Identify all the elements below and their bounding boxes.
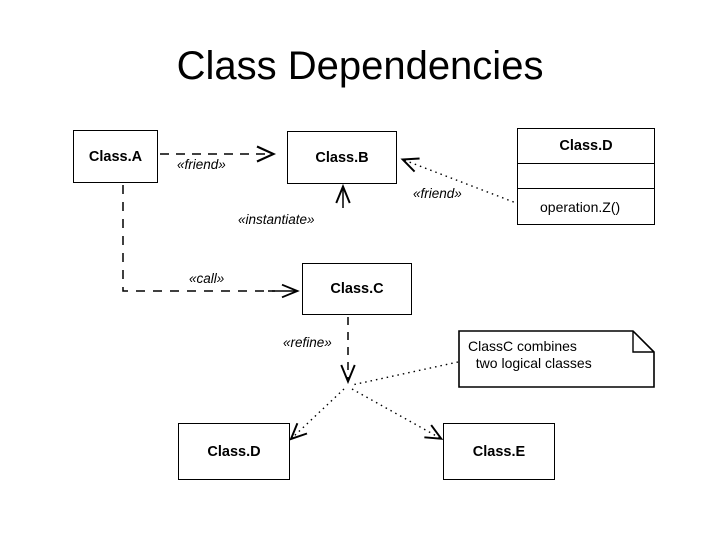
class-box-classA[interactable]: Class.A [73,130,158,183]
anchor-note-d-connector [289,388,345,441]
note-text: ClassC combines two logical classes [468,338,592,371]
class-box-classB[interactable]: Class.B [287,131,397,184]
stereotype-label-instantiate: «instantiate» [238,212,315,227]
page-title: Class Dependencies [176,44,544,88]
class-name-classA: Class.A [88,148,143,165]
class-name-classD-bottom: Class.D [207,443,261,460]
class-name-classD-top: Class.D [518,129,654,164]
stereotype-label-friend-a-b: «friend» [177,157,226,172]
stereotype-label-call: «call» [189,271,225,286]
note-classc[interactable]: ClassC combines two logical classes [458,330,655,388]
class-box-classE[interactable]: Class.E [443,423,555,480]
class-name-classB: Class.B [315,149,369,166]
class-box-classD-top[interactable]: Class.D operation.Z() [517,128,655,225]
stereotype-label-refine: «refine» [283,335,332,350]
class-box-classC[interactable]: Class.C [302,263,412,315]
anchor-note-junction [351,361,459,386]
class-name-classC: Class.C [330,281,384,297]
class-name-classE: Class.E [472,443,526,460]
class-box-classD-bottom[interactable]: Class.D [178,423,290,480]
class-operation-operationZ: operation.Z() [540,198,621,215]
anchor-note-e-connector [351,388,444,440]
stereotype-label-friend-d-b: «friend» [413,186,462,201]
note-shape [458,330,655,388]
class-attributes-compartment [518,164,654,189]
